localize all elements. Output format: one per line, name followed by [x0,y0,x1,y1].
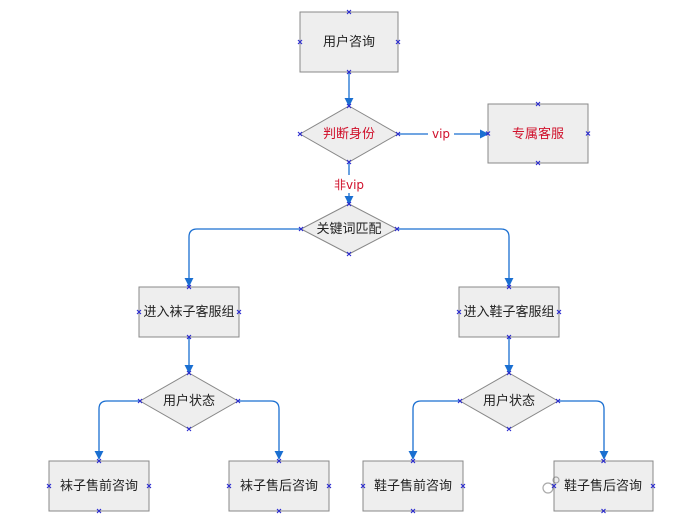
label-sock-presale: 袜子售前咨询 [60,478,138,494]
anchor-handle[interactable] [395,39,401,45]
label-shoe-presale: 鞋子售前咨询 [374,478,452,494]
edge-label-vip: vip [432,127,450,141]
edges [94,72,609,460]
anchor-handle[interactable] [346,159,352,165]
label-keyword-match: 关键词匹配 [316,222,381,237]
anchor-handle[interactable] [235,398,241,404]
anchor-handle[interactable] [96,458,102,464]
anchor-handle[interactable] [146,483,152,489]
anchor-handle[interactable] [136,309,142,315]
watermark-logo [542,476,560,494]
anchor-handle[interactable] [457,398,463,404]
anchor-handle[interactable] [394,226,400,232]
anchor-handle[interactable] [485,131,491,136]
selection-handles [46,9,656,514]
anchor-handle[interactable] [226,483,232,489]
label-user-consult: 用户咨询 [323,34,375,50]
edge-left-state-to-aftersale [238,400,284,460]
anchor-handle[interactable] [186,426,192,432]
anchor-handle[interactable] [346,201,352,207]
anchor-handle[interactable] [506,426,512,432]
anchor-handle[interactable] [276,458,282,464]
anchor-handle[interactable] [360,483,366,489]
anchor-handle[interactable] [506,370,512,376]
anchor-handle[interactable] [585,131,591,136]
edge-right-state-to-aftersale [558,400,609,460]
anchor-handle[interactable] [186,370,192,376]
label-sock-group: 进入袜子客服组 [143,304,234,320]
edge-label-non-vip: 非vip [334,178,364,192]
anchor-handle[interactable] [326,483,332,489]
anchor-handle[interactable] [276,508,282,514]
label-sock-aftersale: 袜子售后咨询 [240,478,318,494]
node-shoe-presale[interactable] [362,460,464,512]
anchor-handle[interactable] [346,69,352,75]
edge-keyword-to-shoe-group [397,228,514,287]
anchor-handle[interactable] [506,284,512,290]
anchor-handle[interactable] [395,131,401,137]
anchor-handle[interactable] [556,309,562,315]
anchor-handle[interactable] [298,226,304,232]
anchor-handle[interactable] [297,39,303,45]
anchor-handle[interactable] [137,398,143,404]
anchor-handle[interactable] [346,9,352,15]
anchor-handle[interactable] [555,398,561,404]
non-vip-label-bg [329,175,369,193]
edge-right-state-to-presale [408,400,460,460]
nodes [48,11,654,512]
anchor-handle[interactable] [46,483,52,489]
label-shoe-aftersale: 鞋子售后咨询 [564,478,642,494]
anchor-handle[interactable] [535,160,541,166]
anchor-handle[interactable] [551,483,557,489]
node-shoe-aftersale[interactable] [553,460,654,512]
anchor-handle[interactable] [186,334,192,340]
anchor-handle[interactable] [650,483,656,489]
anchor-handle[interactable] [410,458,416,464]
label-vip-service: 专属客服 [512,126,564,142]
anchor-handle[interactable] [297,131,303,137]
anchor-handle[interactable] [186,284,192,290]
label-user-state-left: 用户状态 [163,393,215,409]
anchor-handle[interactable] [96,508,102,514]
anchor-handle[interactable] [506,334,512,340]
label-user-state-right: 用户状态 [483,393,535,409]
anchor-handle[interactable] [236,309,242,315]
anchor-handle[interactable] [601,508,606,514]
anchor-handle[interactable] [346,103,352,109]
edge-keyword-to-sock-group [184,228,301,287]
anchor-handle[interactable] [535,101,541,107]
anchor-handle[interactable] [601,458,606,464]
label-shoe-group: 进入鞋子客服组 [463,304,554,320]
anchor-handle[interactable] [410,508,416,514]
edge-left-state-to-presale [94,400,140,460]
vip-label-bg [428,124,454,142]
anchor-handle[interactable] [460,483,466,489]
label-judge-identity: 判断身份 [323,126,375,142]
anchor-handle[interactable] [456,309,462,315]
anchor-handle[interactable] [346,251,352,257]
node-sock-aftersale[interactable] [228,460,330,512]
